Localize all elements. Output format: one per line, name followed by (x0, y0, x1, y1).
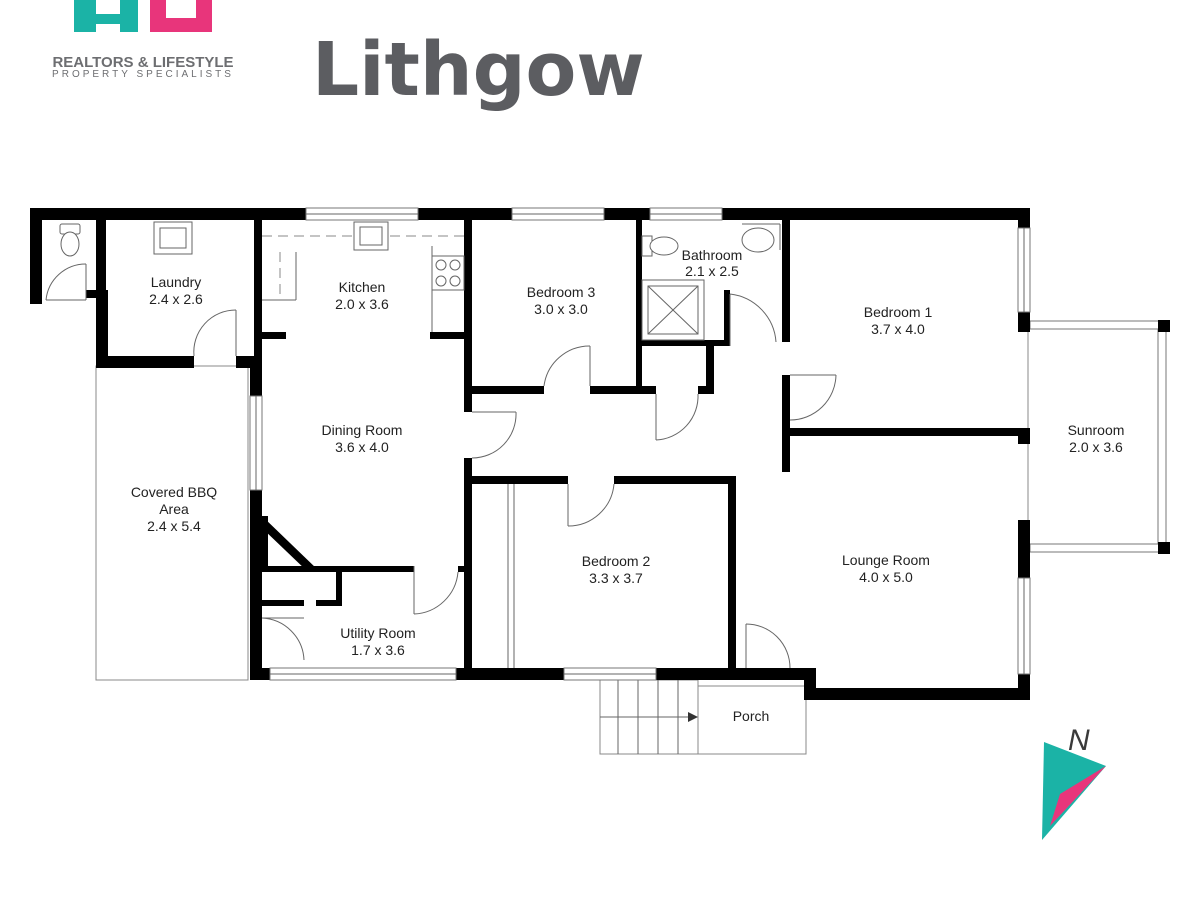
logo-brand-line: REALTORS & LIFESTYLE (52, 54, 233, 71)
room-dims-sunroom: 2.0 x 3.6 (1069, 439, 1123, 455)
room-dims-bbq: 2.4 x 5.4 (147, 518, 201, 534)
room-labels: Laundry 2.4 x 2.6 Kitchen 2.0 x 3.6 Bedr… (131, 247, 1125, 724)
room-name-kitchen: Kitchen (339, 279, 386, 295)
room-dims-utility: 1.7 x 3.6 (351, 642, 405, 658)
doors (45, 263, 837, 669)
room-name-bbq-line2: Area (159, 501, 189, 517)
room-dims-laundry: 2.4 x 2.6 (149, 291, 203, 307)
room-dims-bedroom-1: 3.7 x 4.0 (871, 321, 925, 337)
room-name-bedroom-1: Bedroom 1 (864, 304, 933, 320)
room-dims-bedroom-2: 3.3 x 3.7 (589, 570, 643, 586)
interior-walls (96, 208, 1030, 680)
room-name-sunroom: Sunroom (1068, 422, 1125, 438)
room-name-laundry: Laundry (151, 274, 202, 290)
cooktop-icon (431, 255, 465, 291)
room-name-porch: Porch (733, 708, 770, 724)
room-dims-bedroom-3: 3.0 x 3.0 (534, 301, 588, 317)
room-name-bathroom: Bathroom (682, 247, 743, 263)
north-label: N (1068, 724, 1090, 757)
room-name-dining: Dining Room (322, 422, 403, 438)
porch-and-steps (599, 679, 807, 755)
room-name-lounge: Lounge Room (842, 552, 930, 568)
windows (249, 207, 1031, 681)
room-name-utility: Utility Room (340, 625, 415, 641)
fixtures (59, 221, 781, 341)
room-name-bedroom-3: Bedroom 3 (527, 284, 596, 300)
logo-pink-shape (150, 0, 212, 32)
room-name-bbq-line1: Covered BBQ (131, 484, 217, 500)
logo-tagline: PROPERTY SPECIALISTS (52, 69, 234, 80)
basin-icon (741, 227, 775, 253)
room-name-bedroom-2: Bedroom 2 (582, 553, 651, 569)
logo-teal-bar-mid (74, 14, 136, 24)
room-dims-dining: 3.6 x 4.0 (335, 439, 389, 455)
room-dims-lounge: 4.0 x 5.0 (859, 569, 913, 585)
logo-teal-bar-right (120, 0, 138, 32)
north-compass: N (1042, 724, 1106, 840)
compass-pink-arrow (1050, 766, 1106, 826)
page-title: Lithgow (312, 27, 645, 113)
room-dims-bathroom: 2.1 x 2.5 (685, 263, 739, 279)
room-dims-kitchen: 2.0 x 3.6 (335, 296, 389, 312)
agency-logo: REALTORS & LIFESTYLE PROPERTY SPECIALIST… (52, 0, 234, 80)
